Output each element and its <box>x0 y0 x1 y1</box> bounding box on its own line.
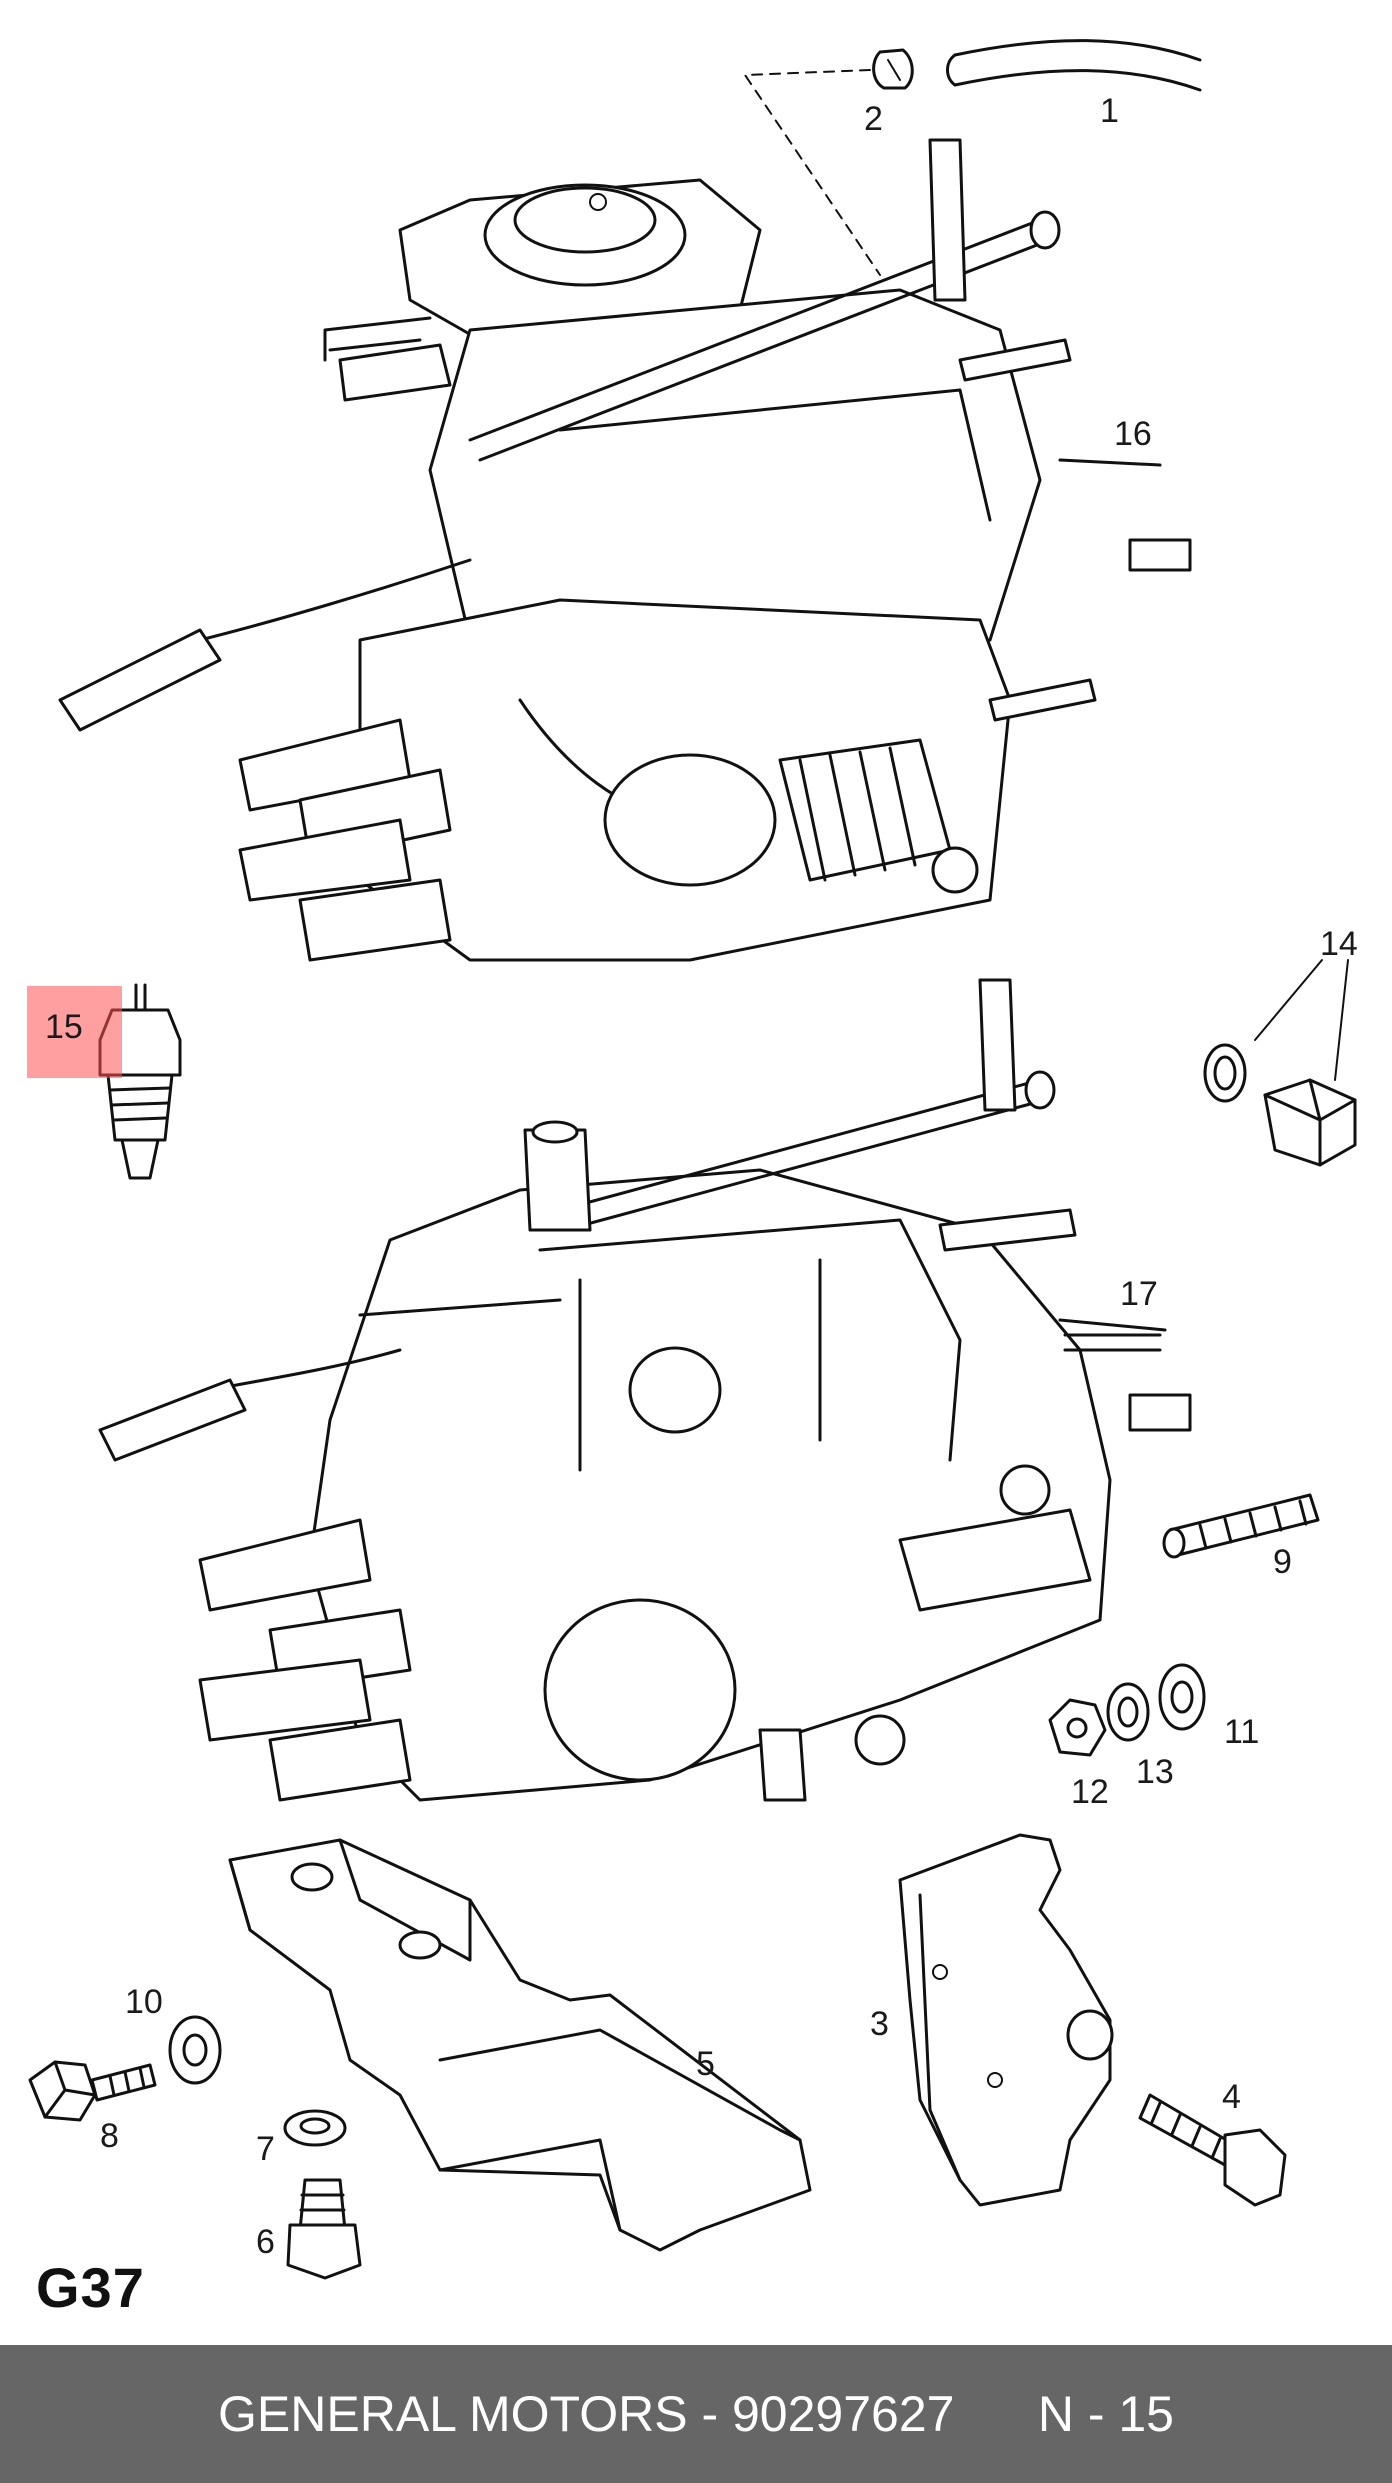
callout-6: 6 <box>256 2223 275 2261</box>
callout-10: 10 <box>125 1983 163 2021</box>
hose-part-1 <box>946 39 1202 92</box>
callout-15: 15 <box>45 1008 83 1046</box>
washer-part-13 <box>1106 1682 1150 1742</box>
bolt-part-6 <box>286 2178 362 2280</box>
footer-brand: GENERAL MOTORS <box>218 2386 688 2442</box>
bracket-part-3 <box>898 1833 1114 2207</box>
callout-4: 4 <box>1222 2078 1241 2116</box>
exploded-parts-diagram: 1 2 3 4 5 6 7 8 9 10 11 12 13 14 16 17 <box>28 39 1358 2280</box>
washer-part-10 <box>168 2015 222 2085</box>
footer-separator: - <box>687 2386 732 2442</box>
callout-14: 14 <box>1320 925 1358 963</box>
spring-washer-part-7 <box>283 2109 347 2147</box>
callout-8: 8 <box>100 2117 119 2155</box>
callout-1: 1 <box>1100 92 1119 130</box>
callout-9: 9 <box>1273 1543 1292 1581</box>
nut-part-12 <box>1048 1698 1107 1757</box>
washer-part-11 <box>1158 1663 1206 1731</box>
callout-3: 3 <box>870 2005 889 2043</box>
callout-12: 12 <box>1071 1773 1109 1811</box>
leader-line-2 <box>744 69 881 276</box>
stud-part-9 <box>1162 1493 1320 1559</box>
injection-pump-upper <box>58 138 1192 962</box>
callout-7: 7 <box>256 2130 275 2168</box>
bolt-part-4 <box>1138 2093 1287 2207</box>
plug-part-14 <box>1203 1043 1357 1167</box>
callout-16: 16 <box>1114 415 1152 453</box>
clip-part-2 <box>872 48 914 90</box>
injection-pump-lower <box>98 978 1192 1802</box>
callout-11: 11 <box>1224 1713 1259 1751</box>
callout-5: 5 <box>696 2045 715 2083</box>
footer-part-number: 90297627 <box>731 2386 955 2442</box>
footer-gap <box>954 2385 1037 2443</box>
leader-line-14a <box>1254 959 1323 1041</box>
stud-part-17 <box>1063 1333 1162 1352</box>
highlight-box <box>27 986 122 1078</box>
bolt-part-8 <box>28 2060 157 2122</box>
leader-line-14b <box>1334 959 1349 1081</box>
bracket-part-5 <box>228 1838 812 2252</box>
callout-13: 13 <box>1136 1753 1174 1791</box>
sheet-code: G37 <box>36 2256 145 2319</box>
footer-position: N - 15 <box>1037 2386 1174 2442</box>
callout-17: 17 <box>1120 1275 1158 1313</box>
footer-bar: GENERAL MOTORS - 90297627 N - 15 <box>0 2345 1392 2483</box>
callout-2: 2 <box>864 100 883 138</box>
